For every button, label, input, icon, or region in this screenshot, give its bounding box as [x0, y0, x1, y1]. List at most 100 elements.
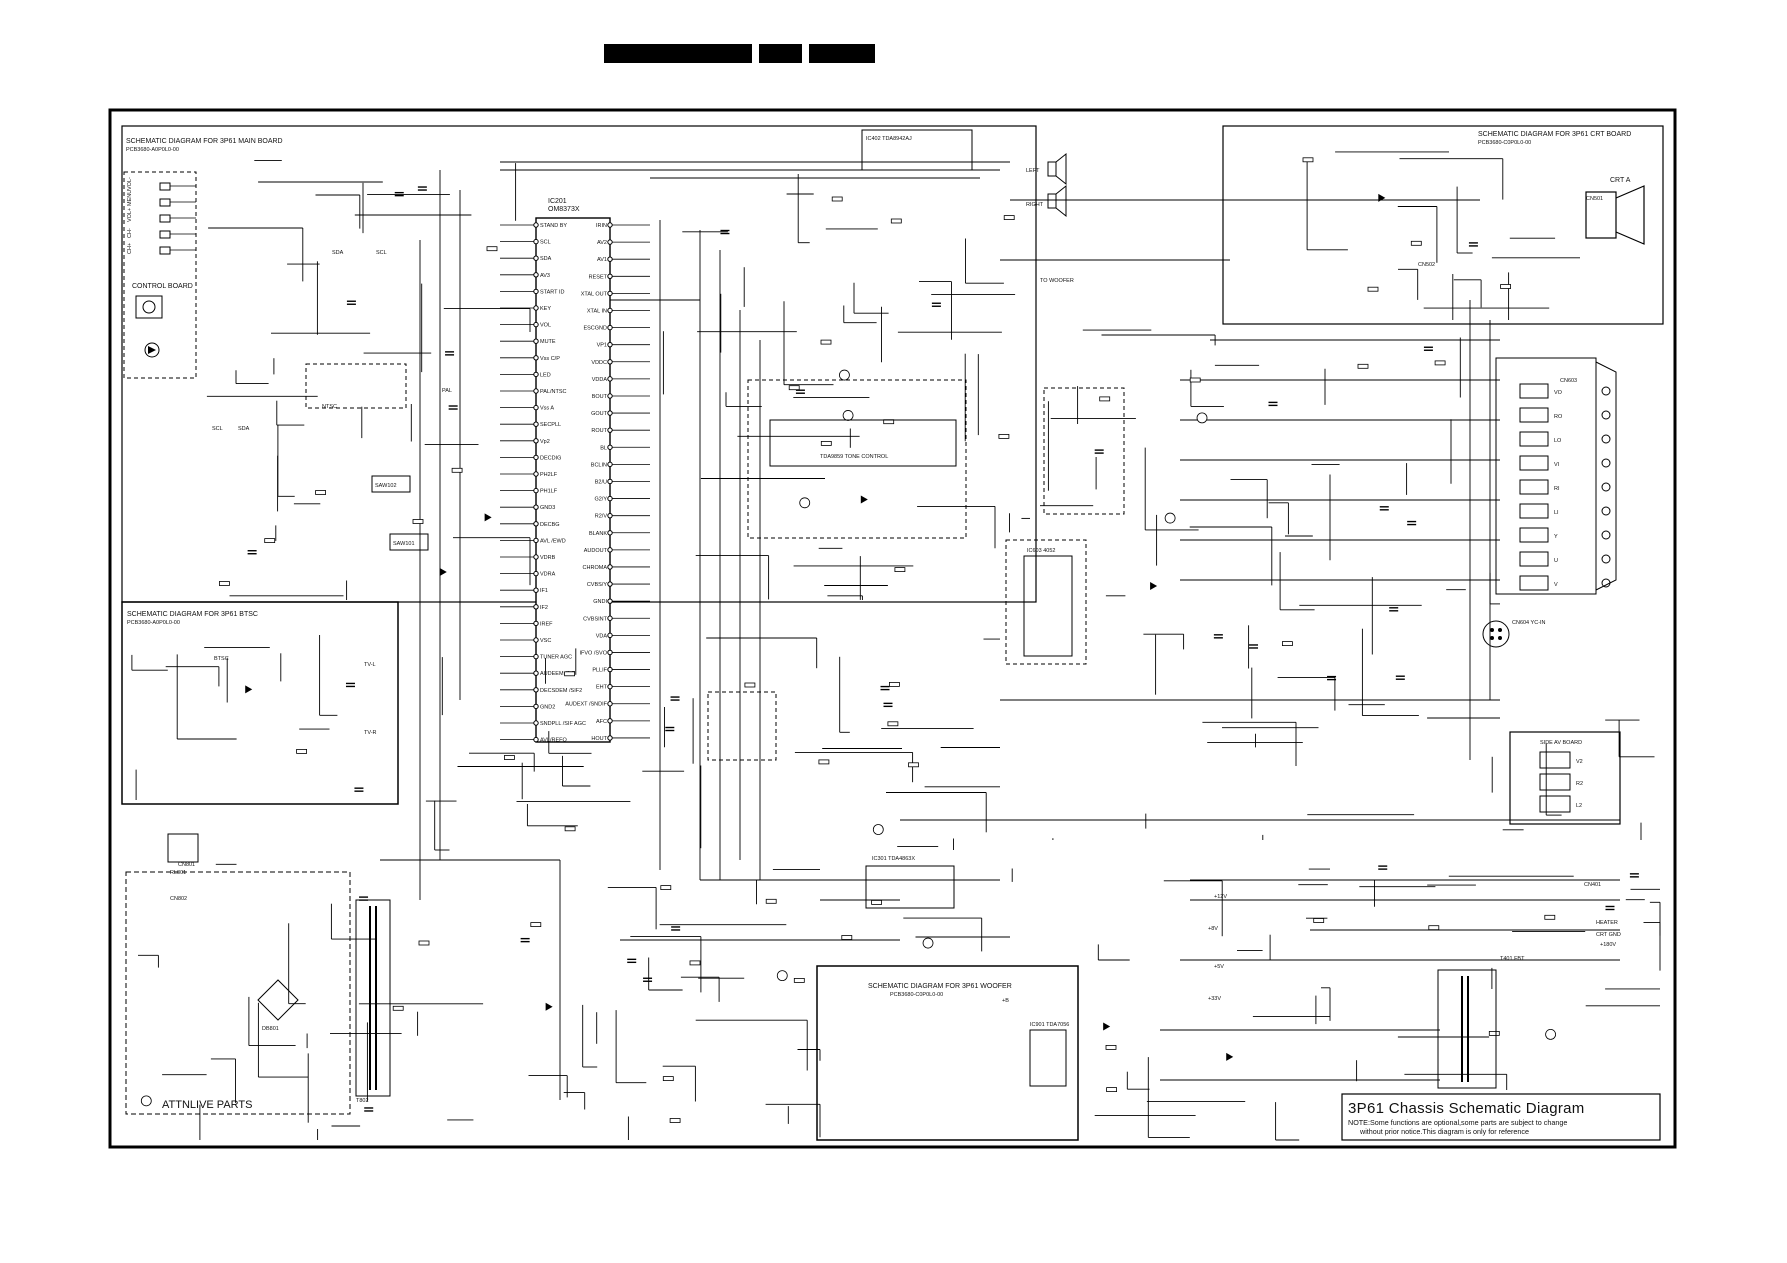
- resistor: [418, 940, 430, 946]
- ic-pin-right: [607, 615, 613, 621]
- av-jack-socket: [1601, 578, 1611, 588]
- header-bar: [604, 44, 875, 63]
- side-av-label: V2: [1576, 759, 1583, 765]
- sound-ic: IC402 TDA8942AJ: [861, 129, 973, 171]
- ic-pin-left: [533, 504, 539, 510]
- ic-pin-left: [533, 255, 539, 261]
- diode: [1103, 1022, 1111, 1031]
- crt-socket: CRT A: [1585, 177, 1645, 245]
- av-jack-socket: [1601, 530, 1611, 540]
- ic-pin-left: [533, 703, 539, 710]
- ic-pin-left: [533, 421, 539, 427]
- ic-pin-label-left: IF1: [540, 588, 548, 594]
- bus-label: PAL: [442, 388, 452, 394]
- ic-pin-left: [533, 222, 539, 228]
- afc-box: [707, 691, 777, 761]
- bus-label: CN801: [178, 862, 195, 868]
- transistor: [842, 410, 854, 421]
- bus-label: +180V: [1600, 942, 1616, 948]
- ic-pin-label-right: BLANK: [589, 531, 607, 537]
- key-switch: [159, 198, 171, 207]
- ic-pin-label-left: VOL: [540, 323, 551, 329]
- diode: [860, 495, 868, 504]
- ic-pin-left: [533, 620, 539, 627]
- ic-pin-label-right: EHT: [596, 685, 608, 691]
- bus-label: BTSC: [214, 656, 229, 662]
- ic-pin-right: [607, 581, 613, 587]
- side-av-jack: [1539, 795, 1571, 813]
- ic-pin-right: [607, 547, 613, 553]
- av-jack: [1519, 575, 1549, 591]
- ic-pin-label-left: DECDIG: [540, 455, 561, 461]
- bus-label: +5V: [1214, 964, 1224, 970]
- ic-pin-label-left: SCL: [540, 240, 551, 246]
- resistor: [412, 519, 424, 524]
- ic-pin-left: [533, 371, 539, 378]
- transistor: [1196, 412, 1208, 424]
- speaker-right: RIGHT: [1026, 184, 1067, 218]
- resistor: [1410, 240, 1422, 246]
- ic-pin-right: [607, 273, 613, 279]
- ic-pin-label-right: R2/V: [595, 514, 608, 520]
- ic-pin-label-left: DECSDEM /SIF2: [540, 688, 582, 694]
- ic-pin-label-left: STAND BY: [540, 223, 567, 229]
- ic-pin-label-right: RESET: [589, 274, 608, 280]
- av-jack-label: RI: [1554, 486, 1560, 492]
- ic-pin-label-left: VSC: [540, 638, 551, 644]
- ic-pin-label-left: PH1LF: [540, 489, 558, 495]
- relay: RL801: [167, 833, 199, 876]
- control-board-box: [123, 171, 197, 379]
- ic-pin-label-right: VDDC: [591, 360, 607, 366]
- ic-pin-label-left: TUNER AGC: [540, 655, 572, 661]
- transistor: [922, 937, 934, 949]
- av-jack: [1519, 503, 1549, 519]
- ic-pin-label-right: IRIN: [596, 223, 607, 229]
- ic-pin-right: [607, 683, 613, 690]
- diode: [1378, 193, 1386, 202]
- control-key-label: CH-: [127, 228, 133, 238]
- resistor: [486, 246, 498, 252]
- woofer-ic-label: IC901 TDA7056: [1030, 1022, 1069, 1028]
- diode: [439, 567, 447, 576]
- ic-pin-left: [533, 355, 539, 361]
- btsc-pcb: PCB3680-A0P0L0-00: [127, 620, 180, 626]
- crt-board-box: [1222, 125, 1664, 325]
- av-jack-socket: [1601, 482, 1611, 492]
- ic-pin-label-right: BOUT: [592, 394, 608, 400]
- main-ic-ref: IC201: [548, 198, 567, 205]
- ic-pin-label-right: G2/Y: [594, 497, 607, 503]
- ic-pin-right: [607, 307, 613, 314]
- ic-pin-left: [533, 637, 539, 643]
- resistor: [894, 567, 906, 572]
- diode: [1150, 582, 1158, 591]
- resistor: [841, 935, 853, 940]
- ic-pin-label-right: VDDA: [592, 377, 608, 383]
- ic-pin-right: [607, 495, 613, 502]
- resistor: [1099, 396, 1111, 402]
- main-board-title: SCHEMATIC DIAGRAM FOR 3P61 MAIN BOARD: [126, 138, 283, 145]
- ic-pin-left: [533, 471, 539, 477]
- diode: [484, 513, 492, 522]
- ic-pin-right: [607, 461, 613, 468]
- ic-pin-right: [607, 632, 613, 639]
- resistor: [788, 385, 800, 391]
- ic-pin-right: [607, 290, 613, 297]
- ic-pin-label-right: AFC: [596, 719, 607, 725]
- bridge-rectifier: DB801: [257, 979, 299, 1032]
- side-av-label: L2: [1576, 803, 1582, 809]
- av-jack-socket: [1601, 506, 1611, 516]
- resistor: [744, 682, 756, 688]
- ic-pin-right: [607, 666, 613, 673]
- speaker-right-label: RIGHT: [1026, 202, 1044, 208]
- tone-ic: TDA9859 TONE CONTROL: [769, 419, 957, 467]
- ic-pin-right: [607, 718, 613, 724]
- ic-pin-left: [533, 570, 539, 577]
- saw2-label: SAW101: [393, 541, 415, 547]
- resistor: [530, 922, 542, 927]
- ic-pin-left: [533, 687, 539, 693]
- ic-pin-label-left: AV3: [540, 273, 550, 279]
- ic-pin-label-right: AV2: [597, 240, 607, 246]
- tone-ic-label: TDA9859 TONE CONTROL: [820, 454, 888, 460]
- av-jack-label: VI: [1554, 462, 1560, 468]
